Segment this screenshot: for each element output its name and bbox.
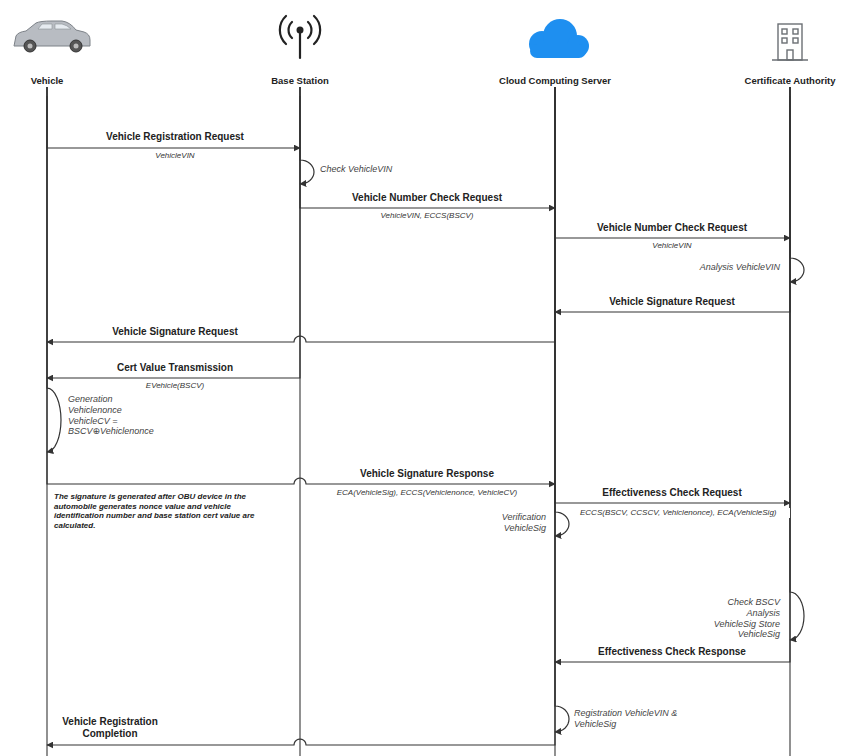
message-arrow [555,87,790,662]
message-parameter: ECCS(BSCV, CCSCV, Vehiclenonce), ECA(Veh… [578,508,790,518]
message-label: Vehicle Registration Request [104,131,246,143]
message-arrow [47,87,555,745]
self-call-arrow [555,87,569,732]
antenna-icon [280,16,320,58]
self-call-arrow [790,87,804,282]
building-icon [772,24,808,60]
message-label: Vehicle Number Check Request [350,192,504,204]
car-icon [14,21,90,52]
self-call-arrow [555,87,569,536]
message-parameter: VehicleVIN [153,151,196,161]
message-arrow [555,87,790,238]
message-parameter: ECA(VehicleSig), ECCS(Vehiclenonce, Vehi… [335,488,520,498]
message-label: Vehicle Number Check Request [595,222,749,234]
message-arrow [47,87,300,378]
self-call-arrow [300,87,314,184]
self-call-label: Check BSCV Analysis VehicleSig Store Veh… [700,597,782,640]
message-label: Vehicle Signature Request [110,326,240,338]
message-parameter: VehicleVIN, ECCS(BSCV) [378,211,475,221]
self-call-label: Check VehicleVIN [318,164,394,175]
lifelines [47,96,790,756]
self-call-label: Analysis VehicleVIN [698,262,782,273]
message-arrow [47,87,555,484]
message-parameter: EVehicle(BSCV) [144,381,206,391]
actor-label: Cloud Computing Server [496,74,614,87]
message-arrow [555,87,790,312]
actor-name: Certificate Authority [745,75,836,86]
message-arrow [47,87,300,148]
actor-label: Base Station [268,74,332,87]
message-arrow [300,87,555,208]
self-call-label: Generation Vehiclenonce VehicleCV = BSCV… [66,394,158,437]
message-label: Effectiveness Check Request [600,487,744,499]
message-label: Vehicle Signature Response [358,468,496,480]
message-label: Vehicle Signature Request [607,296,737,308]
message-arrow [47,87,555,342]
actor-label: Vehicle [28,74,67,87]
message-label: Effectiveness Check Response [596,646,748,658]
message-arrow [555,87,790,503]
self-call-arrow [47,87,61,452]
self-call-arrow [790,87,804,640]
cloud-icon [529,19,589,58]
message-label: Vehicle Registration Completion [52,716,168,740]
message-label: Cert Value Transmission [115,362,235,374]
actor-name: Cloud Computing Server [499,75,611,86]
annotation-note: The signature is generated after OBU dev… [52,492,261,530]
self-call-label: Verification VehicleSig [472,512,548,534]
message-parameter: VehicleVIN [650,241,693,251]
self-call-label: Registration VehicleVIN & VehicleSig [572,708,688,730]
actor-name: Vehicle [31,75,64,86]
actor-label: Certificate Authority [742,74,839,87]
actor-name: Base Station [271,75,329,86]
